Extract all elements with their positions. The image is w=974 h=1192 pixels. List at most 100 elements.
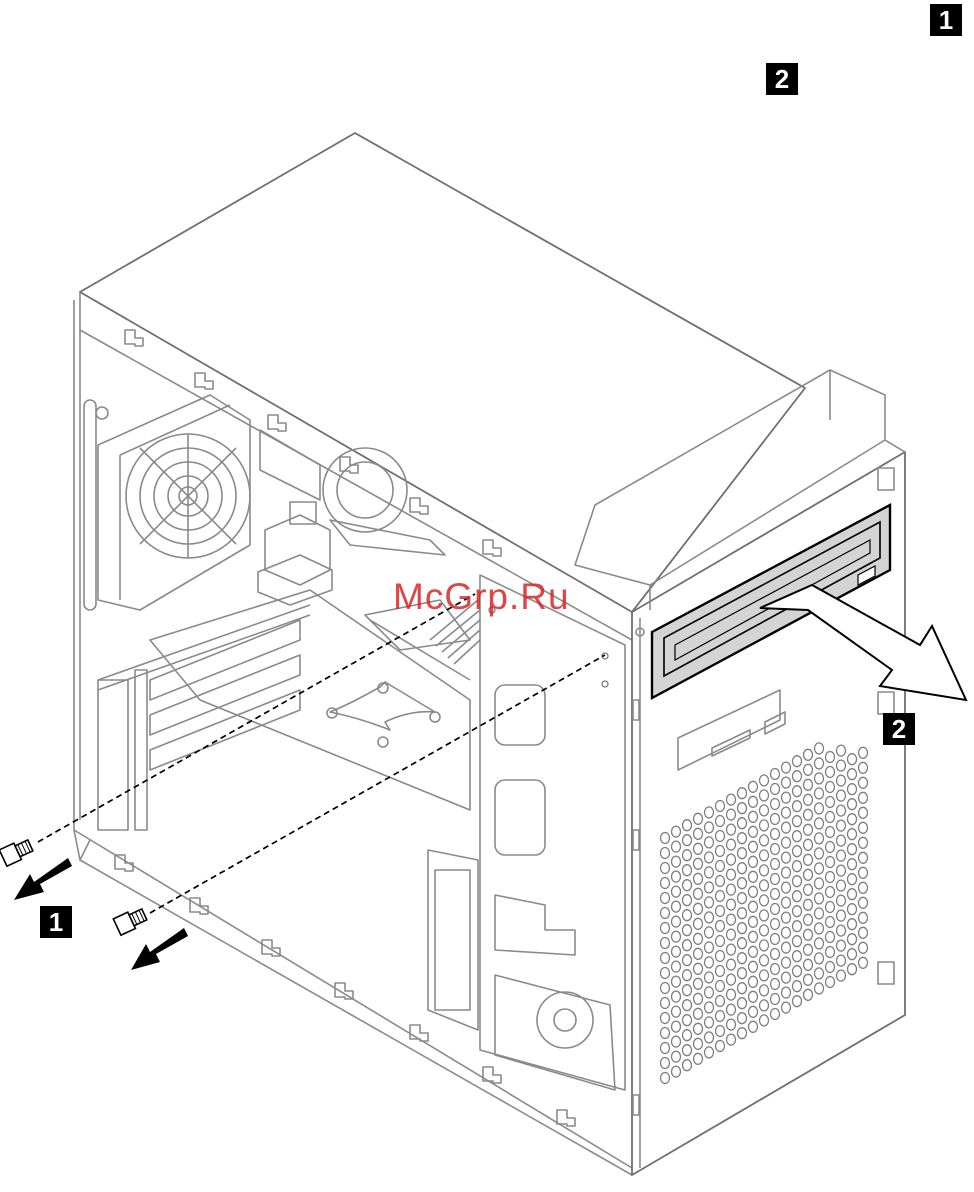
vent-hole bbox=[782, 777, 791, 788]
vent-hole bbox=[826, 872, 835, 883]
vent-hole bbox=[760, 1015, 769, 1026]
vent-hole bbox=[760, 775, 769, 786]
vent-hole bbox=[694, 903, 703, 914]
vent-hole bbox=[727, 929, 736, 940]
vent-hole bbox=[848, 889, 857, 900]
vent-hole bbox=[848, 919, 857, 930]
vent-hole bbox=[716, 921, 725, 932]
vent-hole bbox=[716, 891, 725, 902]
vent-hole bbox=[694, 978, 703, 989]
vent-hole bbox=[705, 837, 714, 848]
vent-hole bbox=[705, 822, 714, 833]
vent-hole bbox=[771, 889, 780, 900]
vent-hole bbox=[694, 993, 703, 1004]
vent-hole bbox=[749, 871, 758, 882]
vent-hole bbox=[661, 1013, 670, 1024]
vent-hole bbox=[705, 912, 714, 923]
vent-hole bbox=[793, 876, 802, 887]
vent-hole bbox=[815, 938, 824, 949]
vent-hole bbox=[683, 985, 692, 996]
vent-hole bbox=[782, 807, 791, 818]
vent-hole bbox=[760, 925, 769, 936]
vent-hole bbox=[859, 942, 868, 953]
vent-hole bbox=[760, 985, 769, 996]
vent-hole bbox=[804, 869, 813, 880]
vent-hole bbox=[683, 895, 692, 906]
vent-hole bbox=[782, 792, 791, 803]
vent-hole bbox=[848, 859, 857, 870]
vent-hole bbox=[826, 932, 835, 943]
vent-hole bbox=[848, 769, 857, 780]
vent-hole bbox=[683, 1045, 692, 1056]
vent-hole bbox=[815, 878, 824, 889]
vent-hole bbox=[738, 833, 747, 844]
vent-hole bbox=[716, 936, 725, 947]
vent-hole bbox=[749, 1021, 758, 1032]
vent-hole bbox=[749, 961, 758, 972]
vent-hole bbox=[826, 812, 835, 823]
vent-hole bbox=[683, 850, 692, 861]
vent-hole bbox=[760, 850, 769, 861]
vent-hole bbox=[749, 991, 758, 1002]
vent-hole bbox=[672, 886, 681, 897]
vent-hole bbox=[738, 1013, 747, 1024]
vent-hole bbox=[727, 1004, 736, 1015]
vent-hole bbox=[727, 854, 736, 865]
vent-hole bbox=[738, 863, 747, 874]
vent-hole bbox=[727, 989, 736, 1000]
vent-hole bbox=[837, 940, 846, 951]
vent-hole bbox=[738, 878, 747, 889]
vent-hole bbox=[727, 1019, 736, 1030]
vent-hole bbox=[804, 974, 813, 985]
vent-hole bbox=[782, 822, 791, 833]
vent-hole bbox=[793, 831, 802, 842]
vent-hole bbox=[694, 963, 703, 974]
vent-hole bbox=[716, 981, 725, 992]
vent-hole bbox=[804, 764, 813, 775]
vent-hole bbox=[782, 897, 791, 908]
vent-hole bbox=[793, 906, 802, 917]
vent-hole bbox=[859, 882, 868, 893]
vent-hole bbox=[848, 949, 857, 960]
vent-hole bbox=[837, 925, 846, 936]
vent-hole bbox=[727, 809, 736, 820]
vent-hole bbox=[694, 813, 703, 824]
vent-hole bbox=[782, 927, 791, 938]
vent-hole bbox=[837, 775, 846, 786]
vent-hole bbox=[848, 904, 857, 915]
vent-hole bbox=[848, 964, 857, 975]
vent-hole bbox=[661, 953, 670, 964]
vent-hole bbox=[760, 895, 769, 906]
vent-hole bbox=[782, 867, 791, 878]
vent-hole bbox=[738, 788, 747, 799]
vent-hole bbox=[793, 786, 802, 797]
vent-hole bbox=[672, 871, 681, 882]
vent-hole bbox=[782, 957, 791, 968]
vent-hole bbox=[804, 989, 813, 1000]
vent-hole bbox=[804, 749, 813, 760]
vent-hole bbox=[661, 1028, 670, 1039]
vent-hole bbox=[694, 828, 703, 839]
vent-hole bbox=[672, 976, 681, 987]
vent-hole bbox=[738, 983, 747, 994]
vent-hole bbox=[661, 848, 670, 859]
step-2-callout-badge: 2 bbox=[883, 713, 915, 745]
vent-hole bbox=[859, 912, 868, 923]
vent-hole bbox=[705, 927, 714, 938]
vent-hole bbox=[738, 998, 747, 1009]
vent-hole bbox=[716, 951, 725, 962]
vent-hole bbox=[683, 925, 692, 936]
vent-hole bbox=[672, 916, 681, 927]
vent-hole bbox=[848, 934, 857, 945]
vent-hole bbox=[837, 760, 846, 771]
vent-hole bbox=[771, 919, 780, 930]
vent-hole bbox=[683, 1015, 692, 1026]
vent-hole bbox=[804, 929, 813, 940]
vent-hole bbox=[749, 796, 758, 807]
vent-hole bbox=[716, 1041, 725, 1052]
vent-hole bbox=[815, 893, 824, 904]
vent-hole bbox=[760, 820, 769, 831]
vent-hole bbox=[683, 970, 692, 981]
vent-hole bbox=[804, 854, 813, 865]
